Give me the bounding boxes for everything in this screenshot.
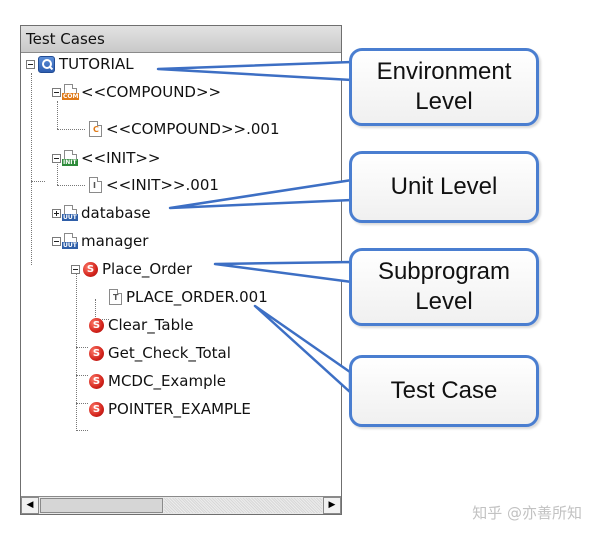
subprogram-icon: S <box>89 345 104 361</box>
tree-line <box>76 269 77 429</box>
scroll-thumb[interactable] <box>40 498 163 513</box>
tree-node-init-case[interactable]: I <<INIT>>.001 <box>89 174 219 196</box>
node-label: <<INIT>> <box>81 149 161 167</box>
node-label: <<COMPOUND>>.001 <box>106 120 280 138</box>
subprogram-level-callout: Subprogram Level <box>349 248 539 326</box>
init-test-case-icon: I <box>89 177 102 193</box>
callout-text: Unit Level <box>390 173 498 200</box>
node-label: Clear_Table <box>108 316 194 334</box>
compound-unit-icon: COM <box>62 84 80 100</box>
tree-line <box>57 101 58 129</box>
test-case-tree: TUTORIAL COM <<COMPOUND>> C <<COMPOUND>>… <box>21 53 341 483</box>
tree-node-place-order-case[interactable]: T PLACE_ORDER.001 <box>109 286 268 308</box>
subprogram-callout-pointer <box>213 260 354 284</box>
callout-text: Environment <box>376 58 512 85</box>
node-label: Get_Check_Total <box>108 344 231 362</box>
node-label: manager <box>81 232 149 250</box>
tree-node-manager[interactable]: UUT manager <box>52 230 148 252</box>
tree-line <box>76 347 88 348</box>
init-tag: INIT <box>62 159 78 166</box>
tree-line <box>57 185 85 186</box>
tree-node-pointer-example[interactable]: S POINTER_EXAMPLE <box>89 398 251 420</box>
panel-header: Test Cases <box>21 26 341 53</box>
tree-line <box>76 375 88 376</box>
unit-under-test-icon: UUT <box>62 233 78 249</box>
tree-line <box>95 299 96 319</box>
node-label: <<COMPOUND>> <box>81 83 222 101</box>
environment-icon <box>38 55 55 73</box>
init-glyph: I <box>93 181 96 190</box>
callout-text: Level <box>415 88 473 115</box>
tree-line <box>57 157 58 185</box>
test-case-callout: Test Case <box>349 355 539 427</box>
collapse-toggle[interactable] <box>52 153 61 163</box>
tree-node-get-check-total[interactable]: S Get_Check_Total <box>89 342 231 364</box>
tree-line <box>31 181 45 182</box>
uut-tag: UUT <box>62 214 78 221</box>
subprogram-icon: S <box>83 261 98 277</box>
tree-node-tutorial[interactable]: TUTORIAL <box>26 53 134 75</box>
subprogram-icon: S <box>89 401 104 417</box>
subprogram-icon: S <box>89 373 104 389</box>
node-label: <<INIT>>.001 <box>106 176 219 194</box>
tree-line <box>31 73 32 265</box>
environment-level-callout: Environment Level <box>349 48 539 126</box>
scroll-track[interactable] <box>164 498 322 513</box>
node-label: POINTER_EXAMPLE <box>108 400 251 418</box>
callout-text: Subprogram <box>377 258 511 285</box>
node-label: database <box>81 204 151 222</box>
tree-node-database[interactable]: UUT database <box>52 202 151 224</box>
tree-node-init[interactable]: INIT <<INIT>> <box>52 147 161 169</box>
collapse-toggle[interactable] <box>71 264 80 274</box>
tree-line <box>57 129 85 130</box>
test-case-glyph: T <box>113 293 119 302</box>
tree-line <box>76 403 88 404</box>
init-unit-icon: INIT <box>62 150 78 166</box>
node-label: MCDC_Example <box>108 372 227 390</box>
unit-under-test-icon: UUT <box>62 205 78 221</box>
scroll-right-button[interactable]: ▶ <box>323 497 341 514</box>
expand-toggle[interactable] <box>52 208 61 218</box>
compound-glyph: C <box>93 125 99 134</box>
callout-text: Level <box>415 288 473 315</box>
node-label: TUTORIAL <box>59 55 134 73</box>
test-case-callout-pointer <box>253 304 352 394</box>
node-label: PLACE_ORDER.001 <box>126 288 268 306</box>
tree-line <box>76 430 88 431</box>
com-tag: COM <box>62 93 80 100</box>
collapse-toggle[interactable] <box>52 236 61 246</box>
scroll-left-button[interactable]: ◀ <box>21 497 39 514</box>
unit-callout-pointer <box>168 178 354 210</box>
tree-node-place-order[interactable]: S Place_Order <box>71 258 192 280</box>
node-label: Place_Order <box>102 260 193 278</box>
tree-node-compound-case[interactable]: C <<COMPOUND>>.001 <box>89 118 280 140</box>
uut-tag: UUT <box>62 242 78 249</box>
subprogram-icon: S <box>89 317 104 333</box>
watermark: 知乎 @亦善所知 <box>472 504 582 522</box>
tree-node-mcdc-example[interactable]: S MCDC_Example <box>89 370 226 392</box>
tree-node-clear-table[interactable]: S Clear_Table <box>89 314 194 336</box>
tree-node-compound[interactable]: COM <<COMPOUND>> <box>52 81 221 103</box>
test-case-icon: T <box>109 289 122 305</box>
compound-test-case-icon: C <box>89 121 102 137</box>
callout-text: Test Case <box>390 377 498 404</box>
environment-callout-pointer <box>156 60 354 82</box>
collapse-toggle[interactable] <box>26 59 35 69</box>
collapse-toggle[interactable] <box>52 87 61 97</box>
horizontal-scrollbar[interactable]: ◀ ▶ <box>21 496 341 514</box>
unit-level-callout: Unit Level <box>349 151 539 223</box>
